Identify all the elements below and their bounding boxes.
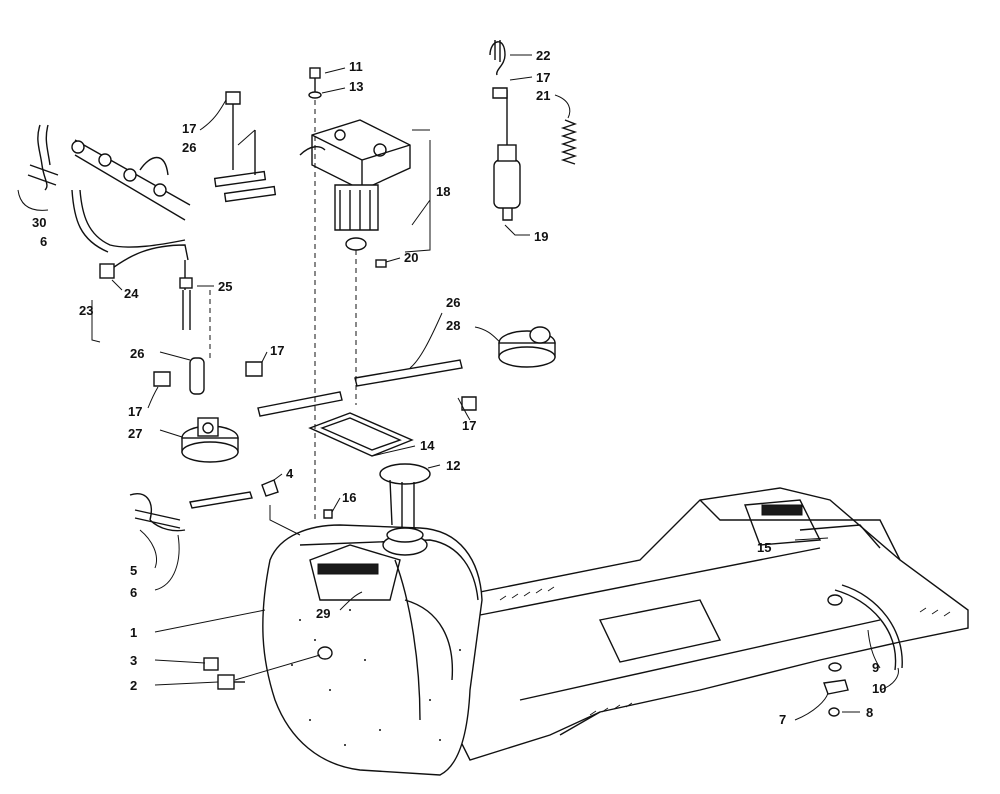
callout-22: 22 [536,48,550,63]
callout-11: 11 [349,59,363,74]
callout-26: 26 [130,346,144,361]
callout-14: 14 [420,438,435,453]
callout-17: 17 [128,404,142,419]
vent-line [129,479,279,532]
tunnel-body [439,487,969,761]
tunnel-opening [761,504,803,516]
callout-3: 3 [130,653,137,668]
callout-8: 8 [866,705,873,720]
callout-20: 20 [404,250,418,265]
callout-7: 7 [779,712,786,727]
callout-26: 26 [182,140,196,155]
hose-22 [489,40,508,99]
clamp-17-left [153,371,171,387]
nut-20 [375,259,387,268]
callout-24: 24 [124,286,139,301]
clamp-17-right [461,396,477,411]
drain-fittings [203,657,245,690]
callout-16: 16 [342,490,356,505]
callout-29: 29 [316,606,330,621]
tank-opening [317,563,379,575]
callout-18: 18 [436,184,450,199]
spring-21 [560,119,578,165]
washer-13 [308,91,322,99]
gasket-14 [308,412,414,457]
callout-4: 4 [286,466,294,481]
callout-6: 6 [130,585,137,600]
hose-26-short [257,391,343,417]
callout-25: 25 [218,279,232,294]
tank-fitting [317,646,333,660]
callout-5: 5 [130,563,137,578]
fuel-tank-and-tunnel [262,487,969,776]
callout-21: 21 [536,88,550,103]
valve-27 [181,417,239,463]
screw-16 [323,509,333,519]
callout-15: 15 [757,540,771,555]
hose-26-vertical [189,357,205,395]
tunnel-hardware [823,584,903,717]
callout-6: 6 [40,234,47,249]
callout-17: 17 [270,343,284,358]
valve-28 [498,326,556,368]
callout-17: 17 [182,121,196,136]
fuel-sender-12 [379,463,431,543]
fuel-tank [262,524,483,776]
callout-13: 13 [349,79,363,94]
fuel-pump-module [299,119,411,251]
callout-30: 30 [32,215,46,230]
clamp-17-mid [245,361,263,377]
screw-11 [308,67,322,99]
callout-19: 19 [534,229,548,244]
fuel-line-assembly [27,91,277,253]
callout-17: 17 [536,70,550,85]
callout-27: 27 [128,426,142,441]
callout-1: 1 [130,625,137,640]
callout-23: 23 [79,303,93,318]
leader-lines [17,54,899,721]
callout-labels: 11 13 22 17 21 17 26 18 19 20 30 6 25 24… [32,48,886,727]
callout-26: 26 [446,295,460,310]
callout-12: 12 [446,458,460,473]
callout-2: 2 [130,678,137,693]
fuel-pump [493,90,521,221]
callout-17: 17 [462,418,476,433]
callout-10: 10 [872,681,886,696]
callout-28: 28 [446,318,460,333]
hose-26-long [354,359,463,387]
wiring-harness [99,244,193,330]
callout-9: 9 [872,660,879,675]
